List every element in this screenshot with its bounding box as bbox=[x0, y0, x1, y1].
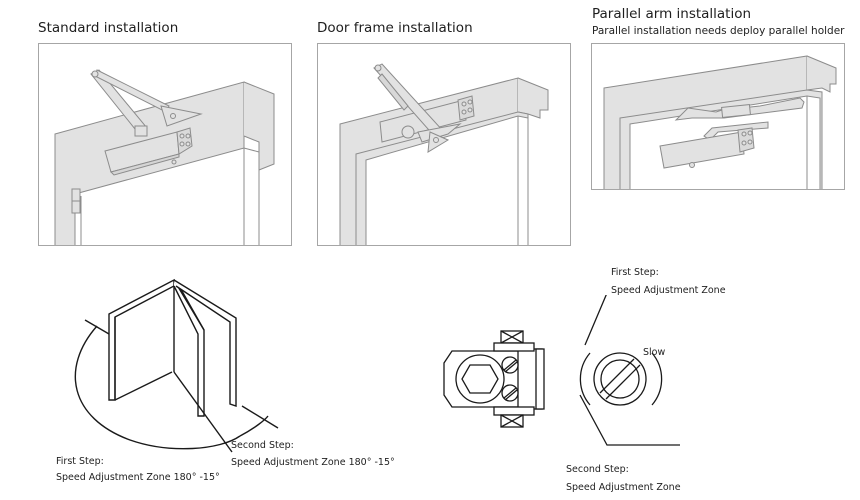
valve-first-step-description: Speed Adjustment Zone bbox=[611, 285, 726, 296]
door-frame-installation-illustration bbox=[317, 43, 571, 246]
parallel-arm-installation-illustration bbox=[591, 43, 845, 190]
door-frame-installation-title: Door frame installation bbox=[317, 20, 473, 36]
valve-second-step-label: Second Step: bbox=[566, 464, 629, 475]
valve-first-step-label: First Step: bbox=[611, 267, 659, 278]
parallel-arm-installation-title: Parallel arm installation bbox=[592, 6, 752, 22]
door-swing-zone-diagram bbox=[60, 268, 400, 458]
door-second-step-label: Second Step: bbox=[231, 440, 294, 451]
parallel-arm-installation-subtitle: Parallel installation needs deploy paral… bbox=[592, 25, 845, 37]
standard-installation-title: Standard installation bbox=[38, 20, 179, 36]
valve-second-step-description: Speed Adjustment Zone bbox=[566, 482, 681, 493]
door-second-step-description: Speed Adjustment Zone 180° -15° bbox=[231, 457, 395, 468]
door-first-step-description: Speed Adjustment Zone 180° -15° bbox=[56, 472, 220, 483]
slow-direction-label: Slow bbox=[643, 347, 666, 358]
speed-valve-diagram bbox=[440, 295, 680, 465]
standard-installation-illustration bbox=[38, 43, 292, 246]
door-first-step-label: First Step: bbox=[56, 456, 104, 467]
